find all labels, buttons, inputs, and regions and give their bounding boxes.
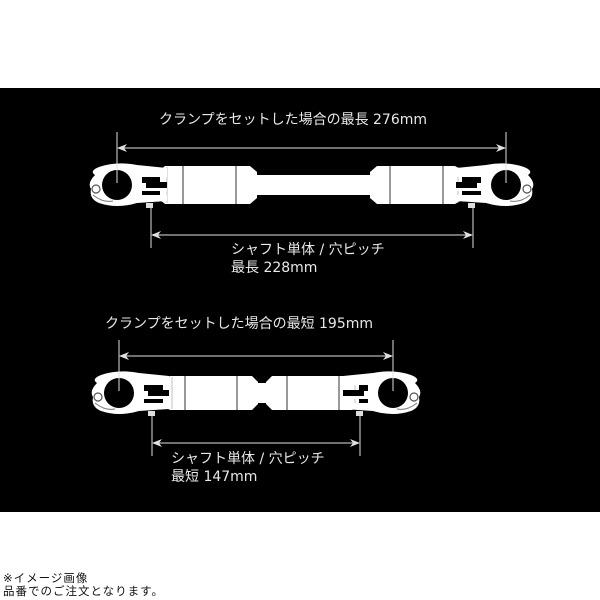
- long-shaft-label-line2: 最長 228mm: [231, 260, 318, 276]
- short-shaft-label-line2: 最短 147mm: [171, 469, 258, 485]
- short-shaft-label-line1: シャフト単体 / 穴ピッチ: [171, 451, 325, 467]
- long-shaft-label-line1: シャフト単体 / 穴ピッチ: [231, 242, 385, 258]
- long-assembly: [89, 132, 534, 248]
- image-note: ※イメージ画像: [3, 571, 89, 585]
- order-note: 品番でのご注文となります。: [3, 584, 165, 598]
- short-clamp-length-label: クランプをセットした場合の最短 195mm: [105, 316, 374, 332]
- short-assembly: [91, 340, 421, 456]
- long-clamp-length-label: クランプをセットした場合の最長 276mm: [159, 112, 428, 128]
